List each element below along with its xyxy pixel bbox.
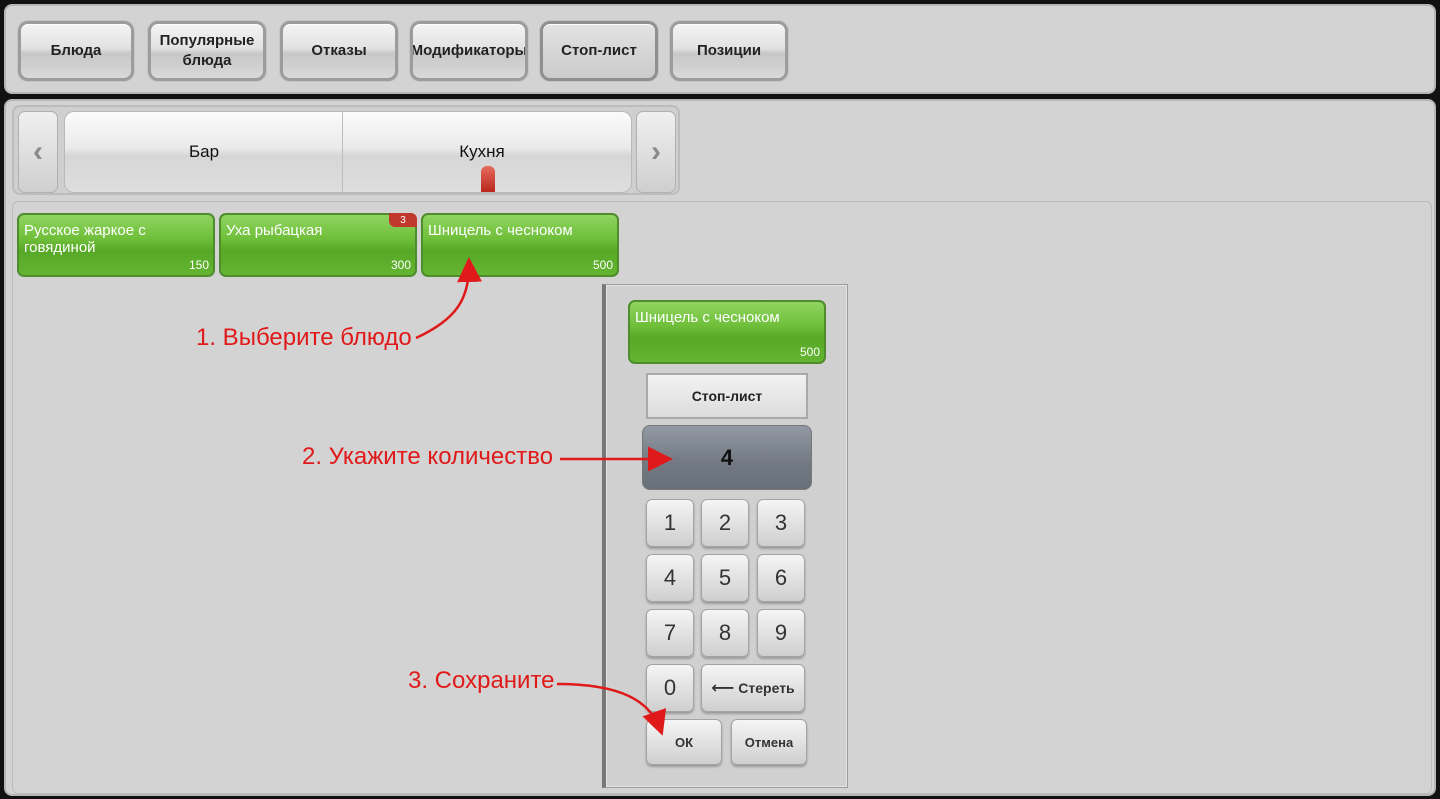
tab-positions[interactable]: Позиции	[670, 21, 788, 81]
category-next-button[interactable]: ›	[636, 111, 676, 193]
cancel-button[interactable]: Отмена	[731, 719, 807, 765]
numpad-key-8[interactable]: 8	[701, 609, 749, 657]
dish-name: Шницель с чесноком	[428, 222, 573, 239]
quantity-display[interactable]: 4	[642, 425, 812, 490]
dish-count-badge: 3	[389, 213, 417, 227]
category-kitchen-item[interactable]: Кухня	[459, 142, 505, 161]
numpad-key-1[interactable]: 1	[646, 499, 694, 547]
top-tab-panel: Блюда Популярные блюда Отказы Модификато…	[4, 4, 1436, 94]
numpad-key-2[interactable]: 2	[701, 499, 749, 547]
numpad-key-5[interactable]: 5	[701, 554, 749, 602]
numpad-key-0[interactable]: 0	[646, 664, 694, 712]
annotation-step-2: 2. Укажите количество	[302, 443, 554, 470]
numpad-key-6[interactable]: 6	[757, 554, 805, 602]
dish-price: 500	[592, 258, 613, 272]
arrow-left-icon: ⟵	[711, 680, 735, 697]
dish-price: 300	[390, 258, 411, 272]
dish-name: Уха рыбацкая	[226, 222, 323, 239]
ok-button[interactable]: ОК	[646, 719, 722, 765]
category-bar: Бар Кухня	[64, 111, 632, 193]
category-prev-button[interactable]: ‹	[18, 111, 58, 193]
tab-popular-dishes[interactable]: Популярные блюда	[148, 21, 266, 81]
selected-category-indicator	[481, 166, 495, 192]
numpad-key-9[interactable]: 9	[757, 609, 805, 657]
stop-list-dialog: Шницель с чесноком 500 Стоп-лист 4 1 2 3…	[602, 284, 848, 788]
dish-price: 500	[799, 345, 820, 359]
annotation-step-1: 1. Выберите блюдо	[196, 324, 412, 351]
category-divider	[342, 112, 343, 192]
clear-button[interactable]: ⟵ Стереть	[701, 664, 805, 712]
chevron-right-icon: ›	[651, 135, 661, 168]
dish-name: Шницель с чесноком	[635, 309, 780, 326]
numpad-key-4[interactable]: 4	[646, 554, 694, 602]
category-selector: ‹ Бар Кухня ›	[12, 105, 680, 195]
dish-name: Русское жаркое с говядиной	[24, 222, 146, 256]
tab-stop-list[interactable]: Стоп-лист	[540, 21, 658, 81]
tab-refusals[interactable]: Отказы	[280, 21, 398, 81]
chevron-left-icon: ‹	[33, 135, 43, 168]
dish-price: 150	[188, 258, 209, 272]
dish-tile-roast-beef[interactable]: Русское жаркое с говядиной 150	[17, 213, 215, 277]
dish-tile-schnitzel[interactable]: Шницель с чесноком 500	[421, 213, 619, 277]
dialog-title: Стоп-лист	[646, 373, 808, 419]
dish-tile-fish-soup[interactable]: Уха рыбацкая 300 3	[219, 213, 417, 277]
dialog-dish-tile: Шницель с чесноком 500	[628, 300, 826, 364]
tab-modifiers[interactable]: Модификаторы	[410, 21, 528, 81]
annotation-step-3: 3. Сохраните	[408, 667, 555, 694]
numpad-key-3[interactable]: 3	[757, 499, 805, 547]
numpad-key-7[interactable]: 7	[646, 609, 694, 657]
category-bar-item[interactable]: Бар	[188, 142, 220, 161]
clear-button-label: Стереть	[738, 680, 795, 696]
tab-dishes[interactable]: Блюда	[18, 21, 134, 81]
